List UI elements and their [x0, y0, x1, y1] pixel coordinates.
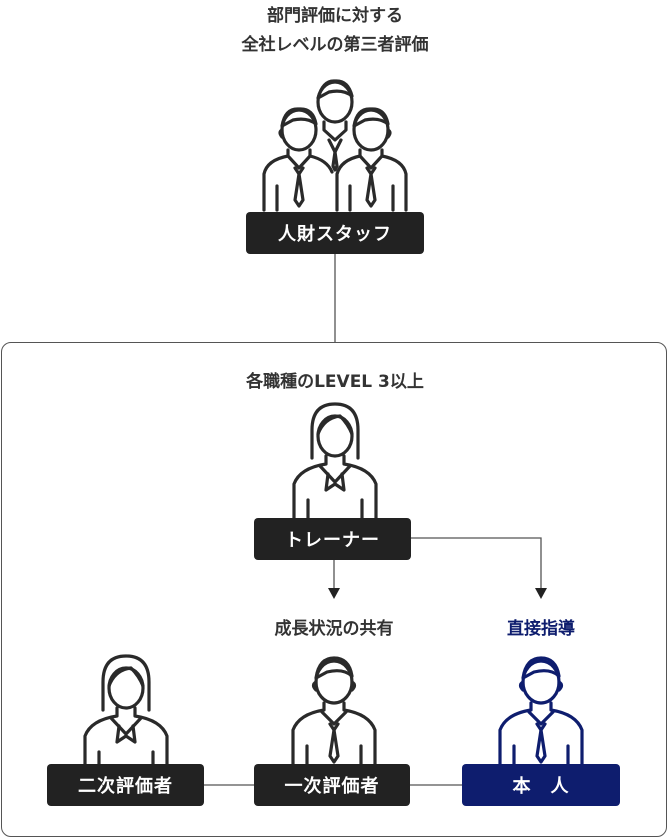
staff-label: 人財スタッフ	[246, 212, 424, 254]
male-person-icon	[496, 652, 586, 772]
level-caption: 各職種のLEVEL 3以上	[246, 372, 424, 392]
self-label: 本 人	[462, 764, 620, 806]
trainer-label: トレーナー	[254, 518, 411, 560]
top-caption-line-1: 部門評価に対する	[267, 6, 403, 26]
guidance-caption: 直接指導	[507, 619, 575, 639]
evaluation-panel	[1, 342, 667, 837]
first-evaluator-label: 一次評価者	[254, 764, 410, 806]
guidance-arrow-line	[411, 537, 542, 588]
guidance-arrow-head	[535, 588, 547, 599]
share-caption: 成長状況の共有	[274, 619, 394, 639]
female-person-icon	[290, 400, 380, 520]
male-person-icon	[289, 652, 379, 772]
second-evaluator-label: 二次評価者	[47, 764, 204, 806]
share-arrow-head	[328, 588, 340, 599]
staff-group-icon	[255, 74, 415, 214]
female-person-icon	[81, 652, 171, 772]
top-caption-line-2: 全社レベルの第三者評価	[241, 35, 429, 55]
